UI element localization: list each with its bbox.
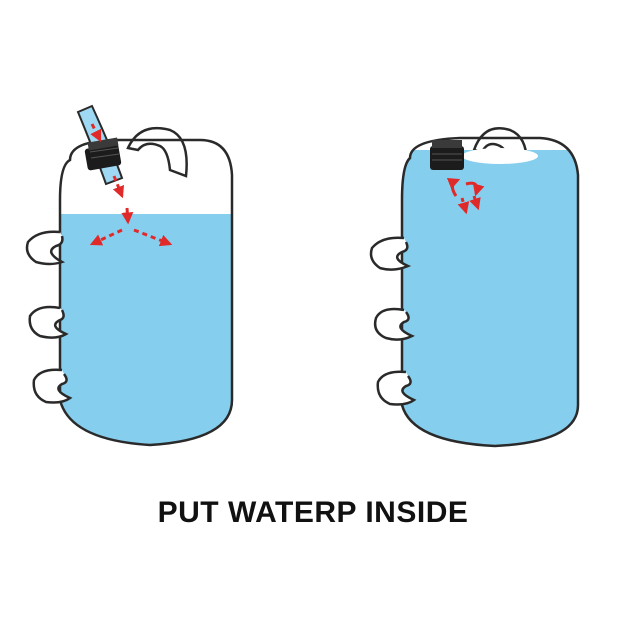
side-loop-middle xyxy=(28,305,69,339)
water-level xyxy=(402,150,578,446)
bag-outline xyxy=(400,136,580,448)
side-loop-top xyxy=(369,236,412,271)
side-loop-bottom xyxy=(376,370,417,406)
bag-full-cap-closed xyxy=(369,127,580,448)
valve-cap xyxy=(84,137,122,171)
bag-filling-with-hose xyxy=(25,104,234,447)
swirl-arrows xyxy=(446,178,485,215)
water-bag-illustration xyxy=(25,104,580,448)
water-level xyxy=(60,214,232,445)
side-loop-middle xyxy=(373,307,415,341)
side-loop-top xyxy=(25,230,66,266)
valve-cap xyxy=(430,140,464,170)
top-handle xyxy=(126,126,188,178)
bag-outline xyxy=(58,138,234,447)
side-loop-bottom xyxy=(32,368,73,404)
caption-text: PUT WATERP INSIDE xyxy=(157,496,469,529)
flow-arrows xyxy=(89,123,173,247)
